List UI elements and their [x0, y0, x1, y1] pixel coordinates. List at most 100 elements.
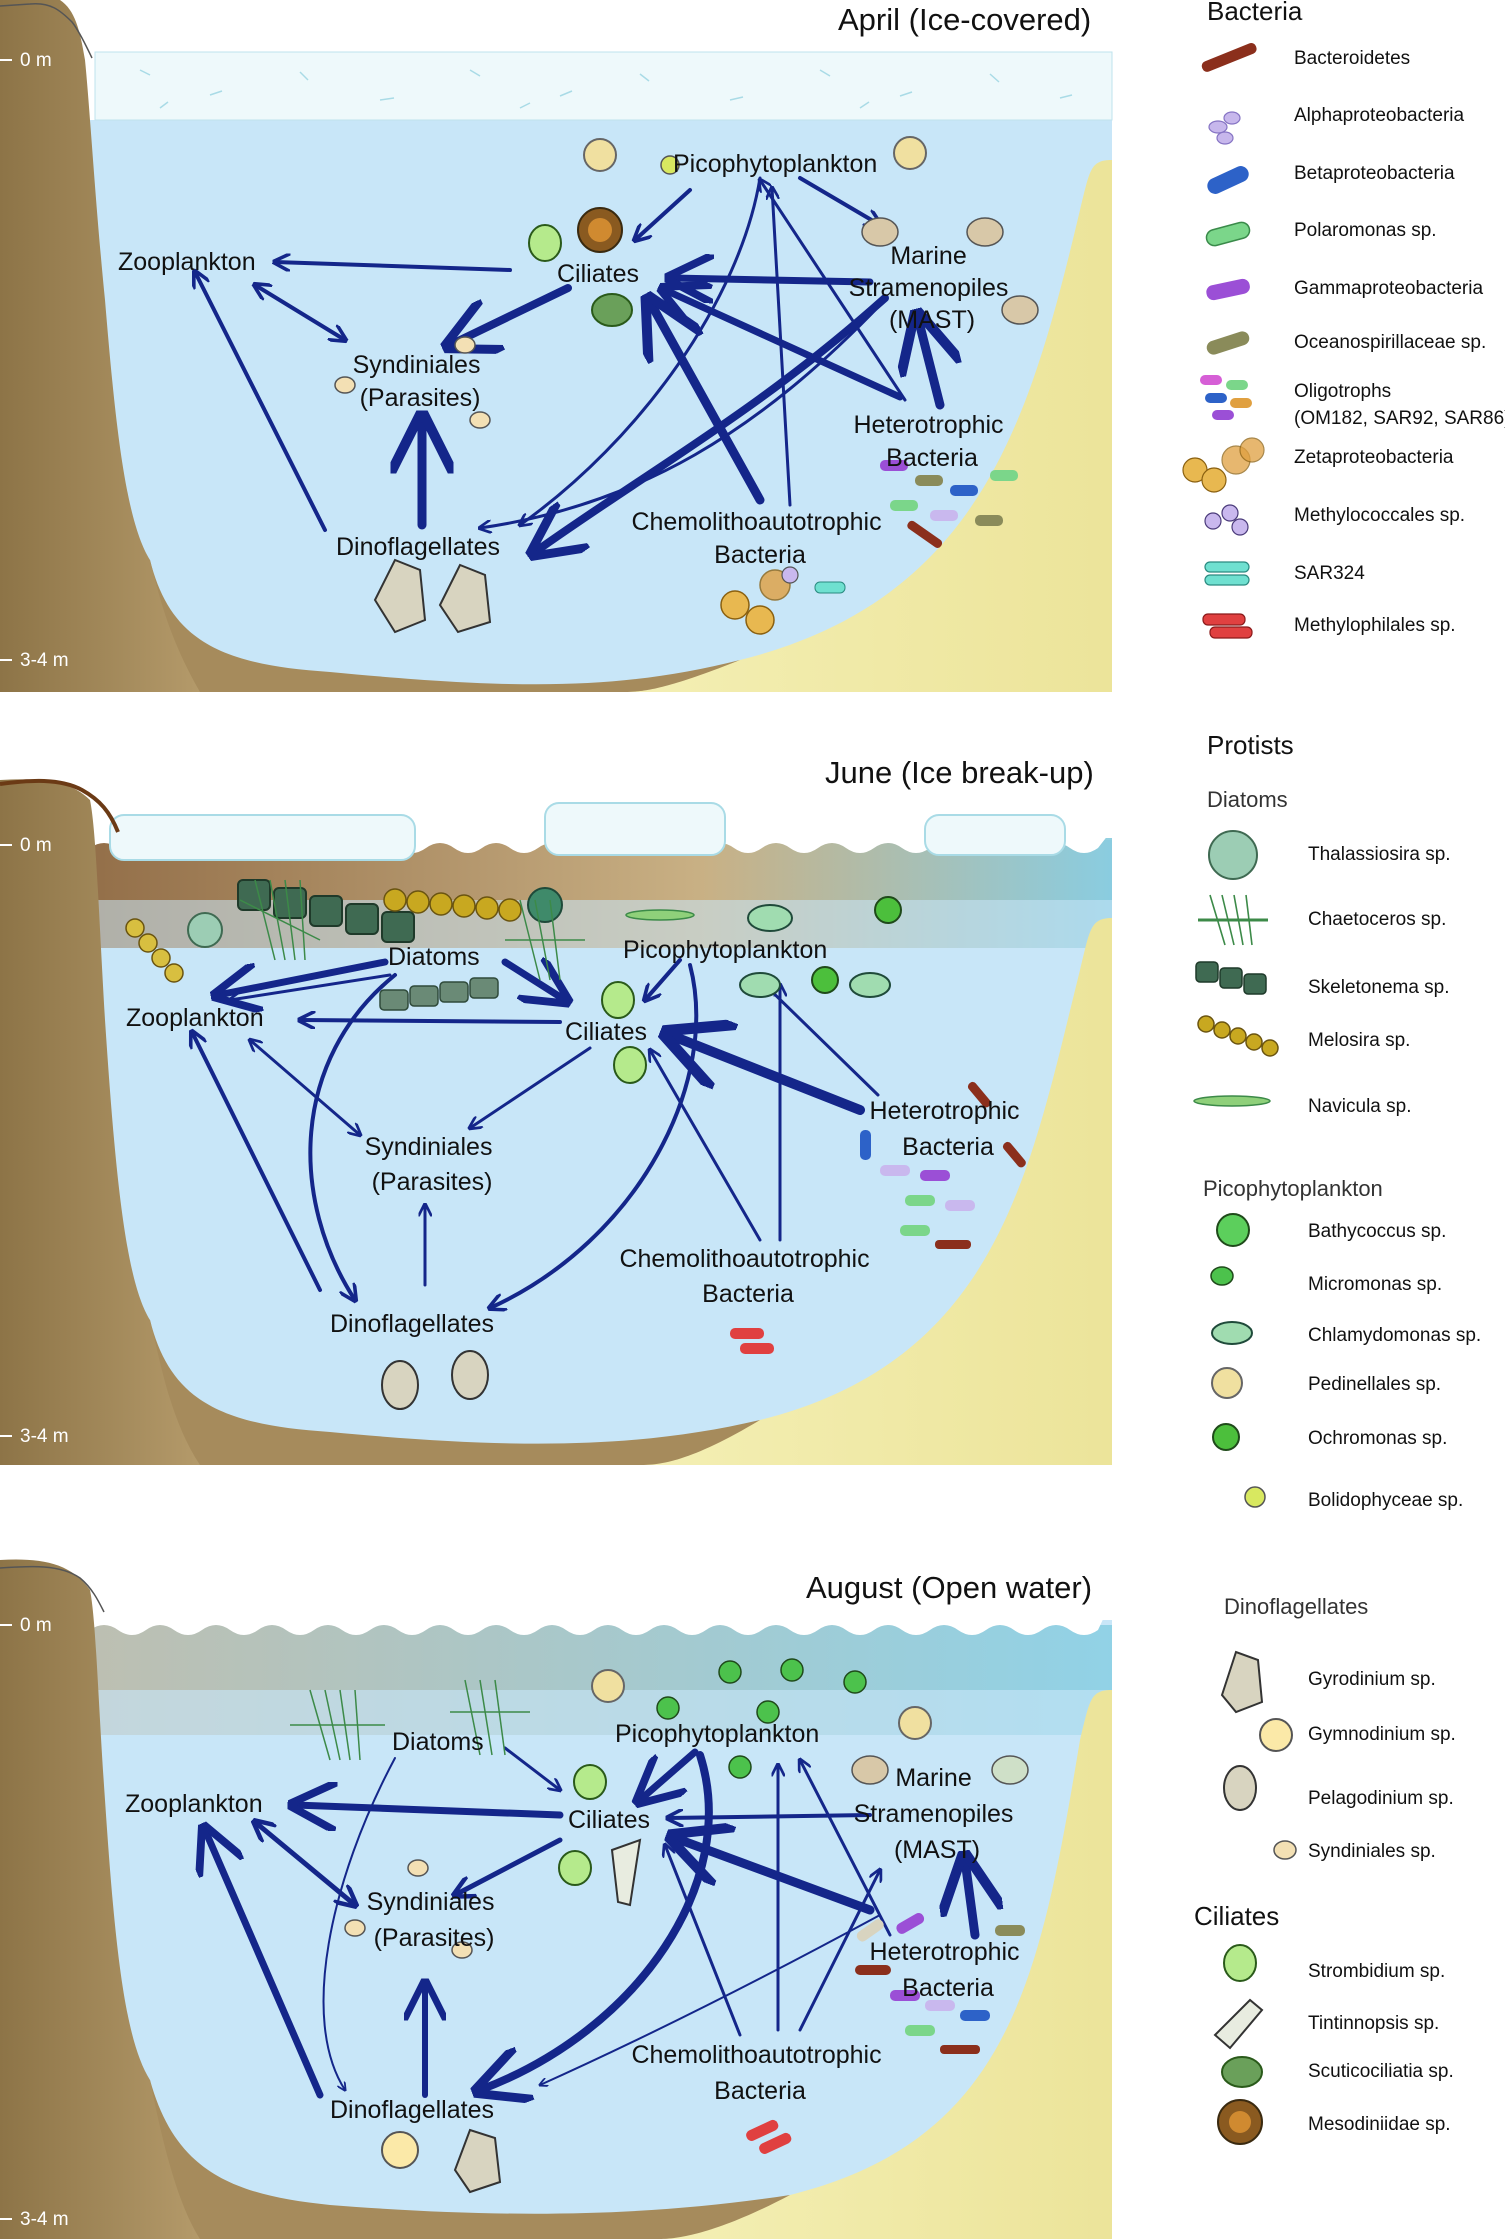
gyrodinium-icon	[453, 2128, 502, 2194]
rod-icon	[990, 470, 1018, 481]
legend-bacteria-items: Bacteroidetes Alphaproteobacteria Betapr…	[1182, 43, 1505, 639]
mast-cell-icon	[851, 1755, 889, 1785]
rod-icon	[746, 2119, 779, 2141]
melosira-chain-icon	[125, 918, 184, 983]
legend-item-label: Oceanospirillaceae sp.	[1294, 332, 1486, 353]
arrow-diatoms-to-dinoflagellates	[322, 1757, 396, 2090]
rod-icon	[995, 1925, 1025, 1936]
water-surface-waves	[90, 1600, 1112, 1635]
shore-edge	[0, 2, 93, 59]
label-zooplankton: Zooplankton	[126, 1004, 264, 1032]
scuticociliate-icon	[591, 293, 633, 327]
legend-item-label: Mesodiniidae sp.	[1308, 2114, 1451, 2135]
arrow-mast-to-dinoflagellates-2	[535, 294, 889, 552]
food-web-labels: June (Ice break-up) Diatoms Picophytopla…	[126, 755, 1094, 1338]
food-web-arrows	[192, 958, 880, 1308]
thalassiosira-icon	[527, 887, 563, 923]
rod-icon	[945, 1200, 975, 1211]
gyrodinium-icon	[438, 563, 492, 634]
arrow-chemo-to-mast	[798, 1870, 880, 2032]
arrow-pico-to-dinoflagellates	[520, 176, 762, 525]
mesodiniidae-core-icon	[1229, 2111, 1251, 2133]
legend-item-label: Chlamydomonas sp.	[1308, 1325, 1481, 1346]
food-web-arrows	[205, 1746, 975, 2095]
rod-icon	[940, 2045, 980, 2054]
rod-icon	[925, 2000, 955, 2011]
arrow-zooplankton-syndiniales	[255, 1822, 355, 1905]
arrow-pico-to-mast	[798, 176, 880, 225]
micromonas-icon	[1210, 1266, 1234, 1286]
gyrodinium-icon	[1220, 1650, 1264, 1714]
rod-icon	[814, 581, 846, 594]
legend-item-label: Pelagodinium sp.	[1308, 1788, 1454, 1809]
arrow-diatoms-to-dinoflagellates	[308, 973, 397, 1300]
syndiniales-icon	[451, 1941, 473, 1959]
arrow-ciliates-to-zooplankton	[295, 1805, 564, 1815]
scuticociliatia-icon	[1221, 2056, 1263, 2088]
micromonas-icon	[780, 1658, 804, 1682]
navicula-icon	[625, 909, 695, 921]
label-picophytoplankton: Picophytoplankton	[673, 150, 877, 178]
label-mast: Marine Stramenopiles (MAST)	[849, 242, 1016, 334]
micromonas-icon	[656, 1696, 680, 1720]
shore-right	[620, 160, 1112, 692]
panel-title: August (Open water)	[806, 1570, 1092, 1605]
label-ciliates: Ciliates	[568, 1806, 650, 1834]
label-mast: Marine Stramenopiles (MAST)	[854, 1764, 1021, 1864]
rod-icon	[907, 520, 943, 548]
arrow-hetbac-to-dinoflagellates	[540, 1914, 881, 2085]
label-chemolithoautotrophic-bacteria: Chemolithoautotrophic Bacteria	[631, 508, 888, 569]
gyrodinium-icon	[373, 558, 427, 634]
navicula-icon	[1193, 1095, 1271, 1107]
arrow-chemo-to-ciliates	[650, 302, 765, 505]
label-ciliates: Ciliates	[565, 1018, 647, 1046]
ice-sheet	[94, 51, 1113, 121]
rod-icon	[950, 485, 978, 496]
arrow-hetbac-to-pico	[800, 1760, 892, 1937]
depth-bottom-label: 3-4 m	[20, 1426, 69, 1447]
rod-icon	[905, 1195, 935, 1206]
pedinellales-icon	[591, 1669, 625, 1703]
depth-top-label: 0 m	[20, 835, 52, 856]
rod-icon	[967, 1081, 991, 1108]
legend-subheading-diatoms: Diatoms	[1207, 787, 1288, 812]
pedinellales-icon	[1211, 1367, 1243, 1399]
legend-item-label: Micromonas sp.	[1308, 1274, 1442, 1295]
ice-floe	[544, 802, 726, 856]
arrow-dinoflagellates-to-zooplankton	[195, 272, 327, 532]
rod-icon	[935, 1240, 971, 1249]
chlamydomonas-icon	[849, 972, 891, 998]
label-zooplankton: Zooplankton	[118, 248, 256, 276]
chaetoceros-icon	[239, 879, 585, 981]
label-dinoflagellates: Dinoflagellates	[330, 1310, 494, 1338]
legend-item-label: Ochromonas sp.	[1308, 1428, 1447, 1449]
rod-icon	[890, 500, 918, 511]
tintinnopsis-icon	[1213, 1998, 1264, 2050]
label-syndiniales: Syndiniales (Parasites)	[353, 351, 488, 412]
rod-icon	[930, 510, 958, 521]
arrow-pico-to-ciliates	[645, 958, 682, 1000]
panel-june: 0 m 3-4 m	[0, 755, 1112, 1465]
arrow-mast-to-ciliates	[668, 1815, 872, 1818]
rod-icon	[975, 515, 1003, 526]
syndiniales-icon	[469, 411, 491, 429]
legend-subheading-picophytoplankton: Picophytoplankton	[1203, 1176, 1383, 1201]
legend-item-label: Strombidium sp.	[1308, 1961, 1445, 1982]
oligotrophs-icon	[1200, 375, 1252, 420]
ice-texture	[139, 69, 1073, 109]
syndiniales-icon	[1273, 1840, 1297, 1860]
shore-right	[660, 1690, 1112, 2239]
strombidium-icon	[1223, 1944, 1257, 1982]
rod-icon	[855, 1965, 891, 1975]
shore-right	[640, 918, 1112, 1465]
strombidium-icon	[573, 1764, 607, 1800]
arrow-chemo-to-ciliates	[665, 1845, 742, 2037]
arrow-ciliates-to-syndiniales	[470, 1046, 592, 1128]
rod-icon	[960, 2010, 990, 2021]
arrow-pico-to-ciliates	[635, 188, 692, 240]
ochromonas-icon	[811, 966, 839, 994]
thalassiosira-icon	[187, 912, 223, 948]
legend-item-label: Gyrodinium sp.	[1308, 1669, 1436, 1690]
cluster-icon	[781, 566, 799, 584]
gammaproteobacteria-icon	[1206, 278, 1250, 301]
